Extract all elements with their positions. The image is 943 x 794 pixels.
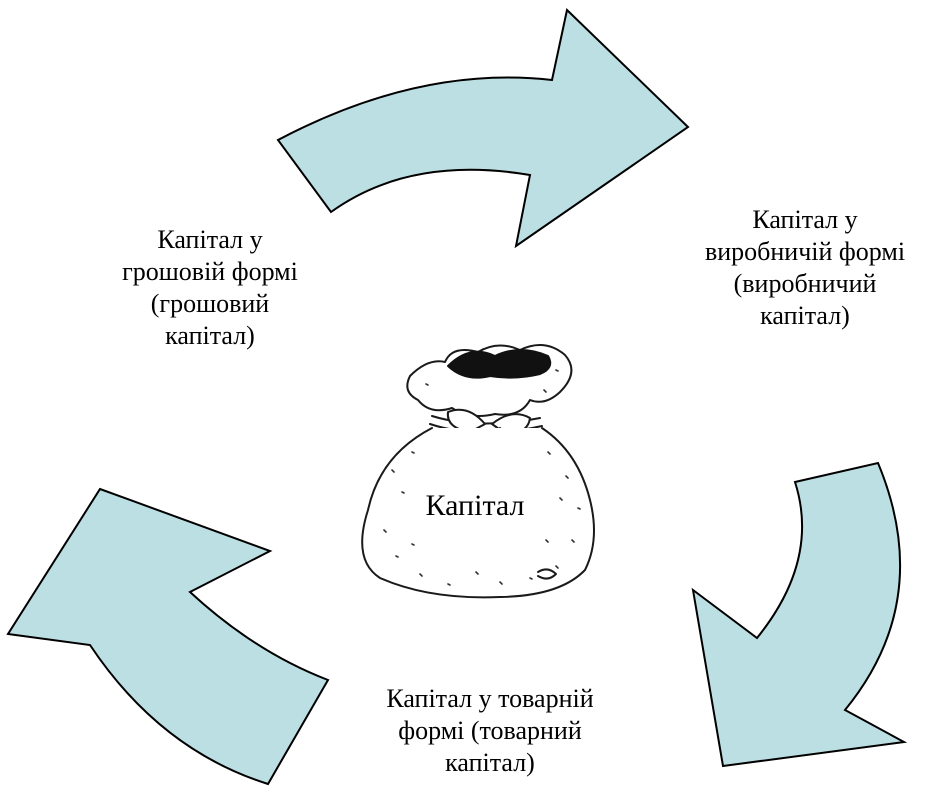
stage-label-line: (грошовий [150,289,270,318]
stage-label-line: Капітал у [752,205,858,234]
center-label-text: Капітал [425,489,525,522]
center-label-capital: Капітал [380,488,570,524]
arrow-production-to-commodity [691,461,908,768]
stage-label-commodity-capital: Капітал у товарній формі (товарний капіт… [320,683,660,779]
stage-label-money-capital: Капітал у грошовій формі (грошовий капіт… [65,224,355,352]
arrow-money-to-production [276,8,690,249]
stage-label-line: капітал) [445,748,535,777]
arrow-commodity-to-money [6,487,330,786]
stage-label-line: (виробничий [733,269,877,298]
stage-label-line: Капітал у товарній [386,684,594,713]
stage-label-line: формі (товарний [398,716,582,745]
stage-label-line: капітал) [760,301,850,330]
stage-label-line: Капітал у [157,225,263,254]
stage-label-production-capital: Капітал у виробничій формі (виробничий к… [660,204,943,332]
stage-label-line: капітал) [165,321,255,350]
stage-label-line: грошовій формі [122,257,298,286]
stage-label-line: виробничій формі [704,237,906,266]
money-bag-icon [361,344,595,599]
